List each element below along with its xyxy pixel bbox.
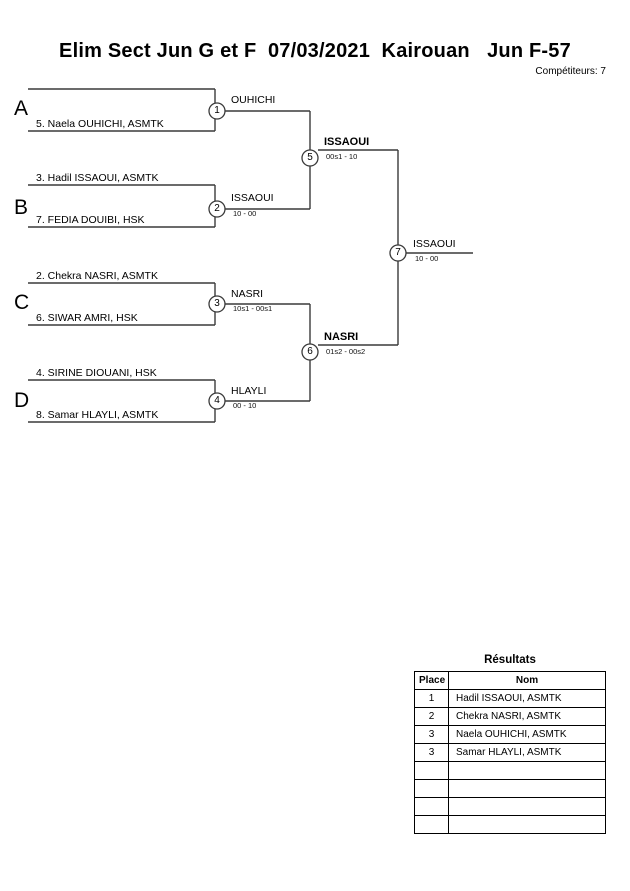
match-winner-1: OUHICHI: [231, 94, 276, 106]
results-place-cell-empty: [414, 815, 449, 834]
bracket-diagram: [28, 88, 473, 423]
competitor-slot-6: 6. SIWAR AMRI, HSK: [36, 312, 138, 324]
match-number-1: 1: [214, 105, 220, 116]
competitor-slot-2: 5. Naela OUHICHI, ASMTK: [36, 118, 164, 130]
results-place-cell: 1: [414, 689, 449, 708]
match-number-3: 3: [214, 298, 220, 309]
results-empty-row: [414, 779, 606, 798]
match-winner-3: NASRI: [231, 288, 264, 300]
group-label-c: C: [14, 291, 30, 314]
match-number-7: 7: [395, 247, 401, 258]
match-node-6: [301, 343, 319, 361]
results-name-cell: Samar HLAYLI, ASMTK: [448, 743, 606, 762]
match-winner-5: ISSAOUI: [324, 136, 370, 148]
results-place-cell: 3: [414, 725, 449, 744]
results-empty-row: [414, 797, 606, 816]
results-place-cell-empty: [414, 779, 449, 798]
match-score-2: 10 - 00: [233, 209, 257, 218]
match-score-7: 10 - 00: [415, 254, 439, 263]
results-header-row: Place Nom: [414, 671, 606, 690]
competitor-slot-4: 7. FEDIA DOUIBI, HSK: [36, 214, 145, 226]
match-node-5: [301, 149, 319, 167]
match-score-4: 00 - 10: [233, 401, 257, 410]
group-label-d: D: [14, 389, 30, 412]
competitor-slot-8: 8. Samar HLAYLI, ASMTK: [36, 409, 159, 421]
results-name-cell: Chekra NASRI, ASMTK: [448, 707, 606, 726]
results-empty-row: [414, 815, 606, 834]
match-winner-4: HLAYLI: [231, 385, 267, 397]
results-name-cell-empty: [448, 761, 606, 780]
match-number-5: 5: [307, 152, 313, 163]
results-name-cell-empty: [448, 797, 606, 816]
group-label-a: A: [14, 97, 29, 120]
group-label-b: B: [14, 196, 29, 219]
match-score-6: 01s2 - 00s2: [326, 347, 366, 356]
competitors-count: Compétiteurs: 7: [535, 66, 606, 77]
results-place-cell-empty: [414, 761, 449, 780]
competitor-slot-3: 3. Hadil ISSAOUI, ASMTK: [36, 172, 159, 184]
results-name-cell-empty: [448, 815, 606, 834]
results-name-cell: Naela OUHICHI, ASMTK: [448, 725, 606, 744]
results-heading: Résultats: [484, 654, 536, 666]
results-place-cell: 2: [414, 707, 449, 726]
match-number-6: 6: [307, 346, 313, 357]
match-winner-7: ISSAOUI: [413, 238, 456, 250]
match-score-3: 10s1 - 00s1: [233, 304, 273, 313]
page-title: Elim Sect Jun G et F 07/03/2021 Kairouan…: [59, 40, 571, 62]
results-empty-row: [414, 761, 606, 780]
results-place-cell-empty: [414, 797, 449, 816]
results-name-cell: Hadil ISSAOUI, ASMTK: [448, 689, 606, 708]
results-col-name: Nom: [448, 671, 606, 690]
competitor-slot-7: 4. SIRINE DIOUANI, HSK: [36, 367, 157, 379]
match-winner-2: ISSAOUI: [231, 192, 274, 204]
results-name-cell-empty: [448, 779, 606, 798]
competitor-slot-5: 2. Chekra NASRI, ASMTK: [36, 270, 158, 282]
match-number-2: 2: [214, 203, 220, 214]
match-score-5: 00s1 - 10: [326, 152, 358, 161]
results-place-cell: 3: [414, 743, 449, 762]
match-winner-6: NASRI: [324, 331, 359, 343]
results-col-place: Place: [414, 671, 449, 690]
match-number-4: 4: [214, 395, 220, 406]
